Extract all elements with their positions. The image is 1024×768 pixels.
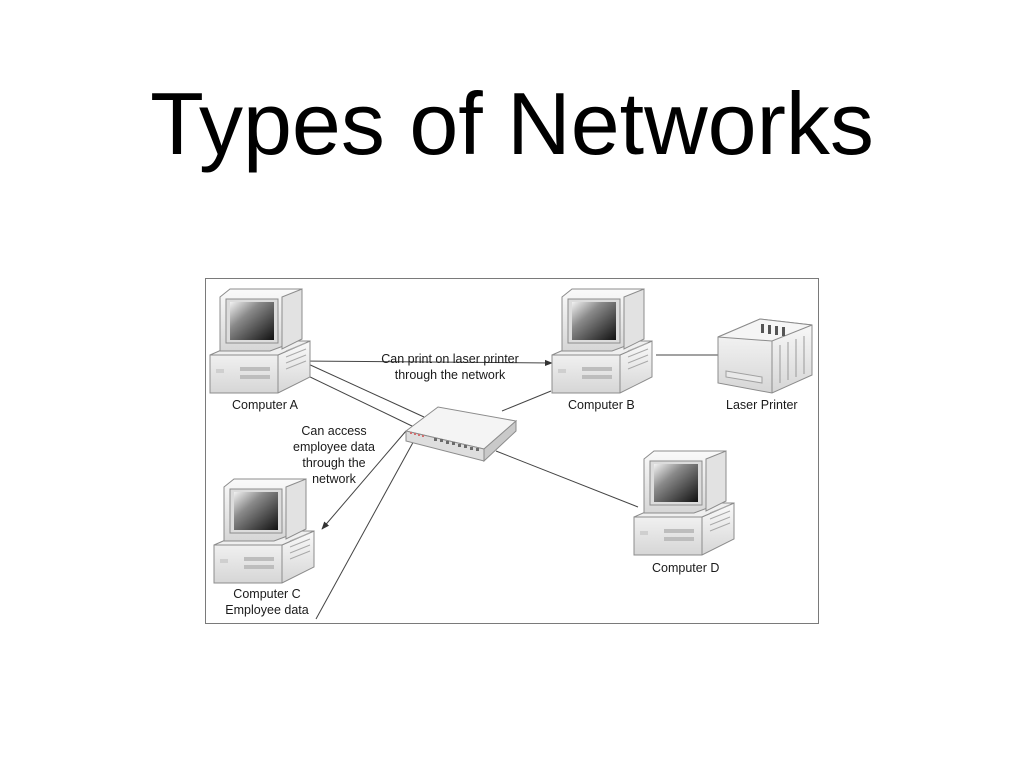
- laser-printer-label: Laser Printer: [726, 398, 798, 412]
- network-diagram: Computer A Computer B Laser Printer Comp…: [205, 278, 819, 624]
- computer-b-icon: [551, 288, 653, 394]
- network-hub-icon: [404, 406, 518, 463]
- access-annotation-line-3: through the: [302, 456, 366, 470]
- access-path-arrow: [321, 430, 407, 530]
- computer-c-icon: [213, 478, 315, 584]
- access-annotation: Can access employee data through the net…: [293, 423, 375, 487]
- link-d-hub: [495, 450, 639, 508]
- access-annotation-line-4: network: [312, 472, 356, 486]
- print-annotation-line-2: through the network: [394, 368, 506, 382]
- computer-d-label: Computer D: [652, 561, 720, 575]
- computer-a-label: Computer A: [232, 398, 299, 412]
- access-annotation-line-2: employee data: [292, 440, 376, 454]
- computer-b-label: Computer B: [568, 398, 635, 412]
- computer-c-name: Computer C: [233, 587, 301, 601]
- print-path-arrow: [297, 359, 553, 367]
- computer-d-icon: [633, 450, 735, 556]
- network-diagram-canvas: [209, 288, 813, 620]
- computer-a-icon: [209, 288, 311, 394]
- link-a-hub-2: [305, 374, 415, 428]
- link-a-hub: [305, 362, 425, 418]
- print-annotation: Can print on laser printer through the n…: [381, 351, 519, 383]
- computer-c-label: Computer C Employee data: [225, 586, 308, 618]
- access-annotation-line-1: Can access: [301, 424, 367, 438]
- print-annotation-line-1: Can print on laser printer: [381, 352, 519, 366]
- computer-c-description: Employee data: [225, 603, 309, 617]
- slide-title: Types of Networks: [150, 74, 874, 173]
- laser-printer-icon: [717, 318, 813, 394]
- link-c-hub: [315, 436, 417, 620]
- link-b-hub: [501, 390, 552, 412]
